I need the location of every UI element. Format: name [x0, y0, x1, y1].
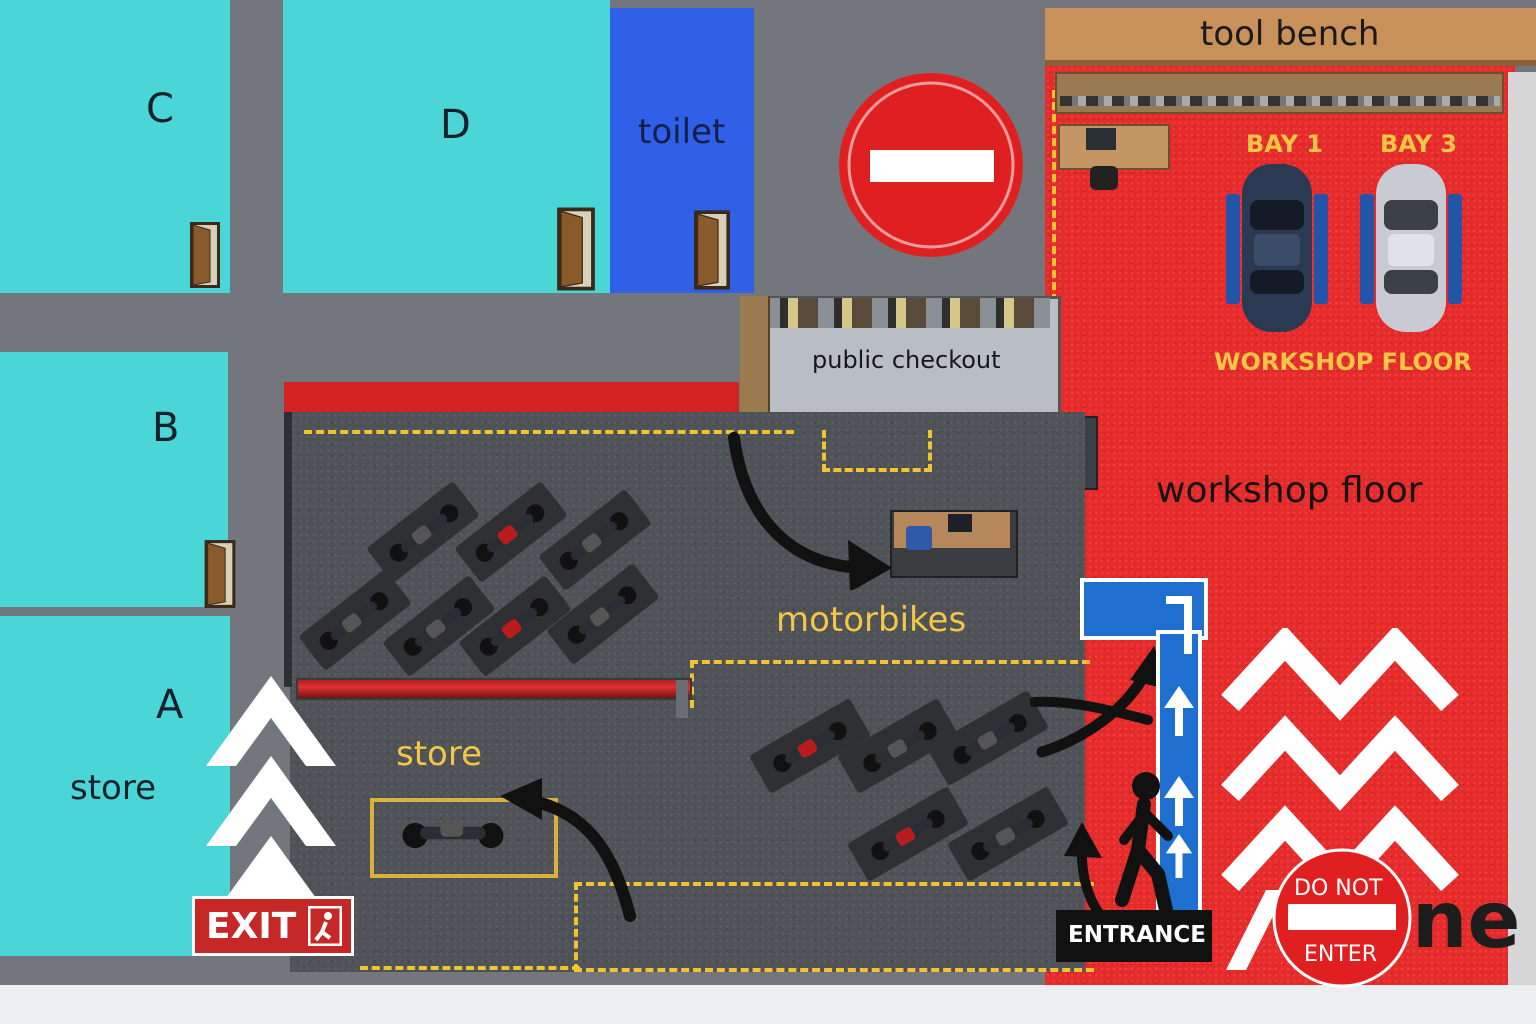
exit-person-icon: [308, 906, 342, 946]
motorbike-icon[interactable]: [553, 505, 635, 577]
motorbike-icon[interactable]: [865, 803, 951, 868]
room-a-label: A: [156, 682, 184, 728]
motorbike-icon[interactable]: [947, 707, 1033, 772]
tool-shelf-items: [1060, 96, 1500, 106]
no-entry-icon: [1272, 848, 1412, 988]
lane-marking: [574, 882, 1094, 972]
lane-marking: [360, 966, 580, 970]
arrow-up-icon: [1166, 596, 1192, 654]
car-icon: [1226, 164, 1328, 332]
checkout-side-shelf: [740, 296, 770, 412]
arrow-up-icon: [1164, 686, 1194, 736]
bay-1-label: BAY 1: [1246, 130, 1324, 158]
door-icon[interactable]: [188, 220, 222, 290]
motorbike-icon[interactable]: [400, 812, 506, 854]
exit-label: EXIT: [206, 906, 297, 947]
motorbike-icon[interactable]: [767, 715, 853, 780]
no-entry-icon: [839, 73, 1023, 257]
motorbike-icon[interactable]: [473, 591, 555, 663]
chevron-up-icon: [206, 676, 336, 898]
workshop-lane-marking: [1052, 90, 1056, 410]
enter-label: ENTER: [1304, 942, 1377, 967]
car-icon: [1360, 164, 1462, 332]
slash-mark: [1226, 890, 1286, 970]
motorbike-icon[interactable]: [383, 497, 465, 569]
arrow-up-icon: [1164, 776, 1194, 826]
room-c-label: C: [146, 86, 174, 132]
showroom-red-wall: [284, 382, 739, 412]
office-chair: [1090, 166, 1118, 190]
barrier-rail: [296, 678, 692, 700]
checkout-shelf: [744, 298, 1050, 328]
computer-monitor: [948, 514, 972, 532]
desk-chair: [906, 526, 932, 550]
showroom-wall-left: [284, 412, 292, 687]
person-walking-icon: [1115, 772, 1173, 917]
store-label: store: [396, 734, 482, 774]
tool-bench-label: tool bench: [1200, 14, 1380, 54]
room-b[interactable]: [0, 352, 228, 607]
toilet-label: toilet: [638, 112, 726, 152]
motorbike-icon[interactable]: [397, 591, 479, 663]
motorbike-icon[interactable]: [857, 715, 943, 780]
lane-marking: [304, 430, 794, 434]
desk-icon: [1086, 128, 1116, 150]
curved-arrow-icon: [1030, 646, 1170, 758]
public-checkout-label: public checkout: [812, 346, 1001, 374]
tool-shelf: [1055, 72, 1504, 114]
arrow-up-icon: [1165, 834, 1193, 878]
motorbikes-label: motorbikes: [776, 600, 967, 640]
partial-sign-text: ne: [1412, 876, 1521, 966]
curved-arrow-icon: [500, 778, 636, 922]
door-icon[interactable]: [548, 205, 604, 293]
bottom-margin: [0, 985, 1536, 1024]
motorbike-icon[interactable]: [965, 803, 1051, 868]
room-a-store-label: store: [70, 768, 156, 808]
room-b-label: B: [152, 405, 180, 451]
entrance-sign[interactable]: [1056, 910, 1212, 962]
motorbike-icon[interactable]: [469, 497, 551, 569]
entrance-label: ENTRANCE: [1068, 922, 1206, 948]
store-display-box[interactable]: [370, 798, 558, 878]
workshop-wall-right: [1508, 72, 1536, 985]
room-d-label: D: [440, 102, 471, 148]
door-icon[interactable]: [690, 208, 734, 292]
motorbike-icon[interactable]: [313, 585, 395, 657]
bay-3-label: BAY 3: [1380, 130, 1458, 158]
door-icon[interactable]: [200, 538, 240, 610]
room-a[interactable]: [0, 616, 230, 956]
lane-marking: [822, 430, 932, 472]
motorbike-icon[interactable]: [561, 579, 643, 651]
curved-arrow-icon: [728, 432, 892, 590]
workshop-floor-label: workshop floor: [1156, 470, 1423, 511]
workshop-floor-caps-label: WORKSHOP FLOOR: [1214, 348, 1472, 376]
lane-marking: [690, 660, 1090, 708]
room-d[interactable]: [283, 0, 610, 293]
do-not-label: DO NOT: [1294, 876, 1383, 901]
barrier-post: [676, 680, 688, 718]
tool-bench[interactable]: [1045, 8, 1536, 66]
